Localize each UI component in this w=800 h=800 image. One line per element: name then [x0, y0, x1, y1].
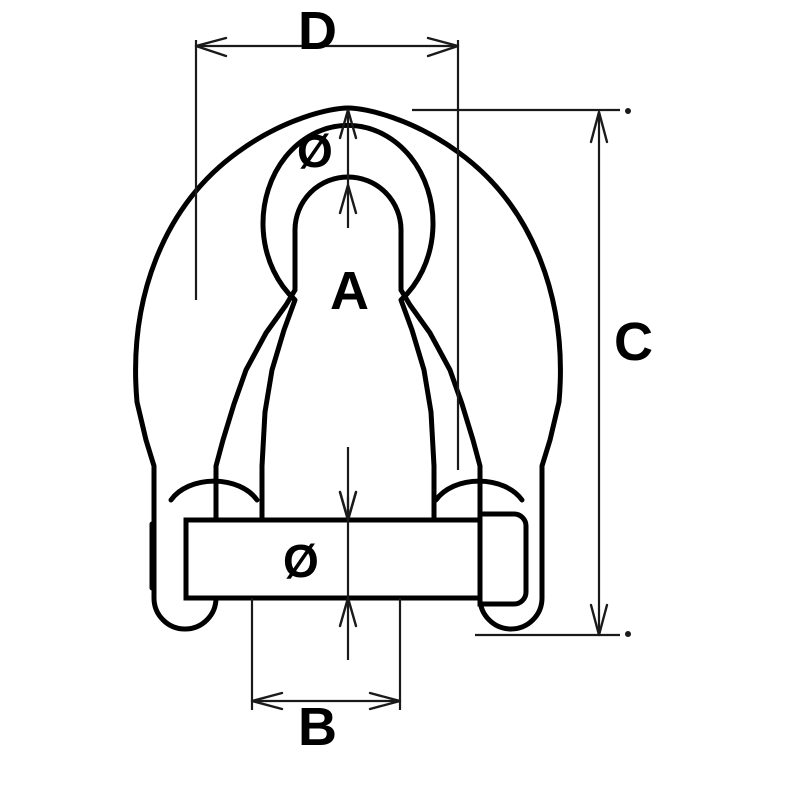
shackle-inner-opening-outline	[259, 122, 437, 523]
dimension-D-arrow-right	[426, 36, 460, 58]
dimension-bow-diameter-arrow-down	[338, 108, 358, 140]
dimension-bow-diameter	[338, 108, 358, 185]
shackle-pin	[183, 511, 529, 607]
dimension-A	[338, 183, 358, 522]
dimension-label-pin-diameter: Ø	[283, 535, 319, 587]
dimension-C-bottom-tick-dot	[625, 631, 631, 637]
shackle-body-outer-outline	[133, 105, 563, 632]
dimension-D	[194, 36, 460, 470]
dimension-pin-diameter-arrow-top	[338, 490, 358, 522]
dimension-label-A: A	[330, 261, 369, 321]
dimension-C-arrow-top	[589, 110, 609, 144]
dimension-D-arrow-left	[194, 36, 228, 58]
dimension-C-arrow-bottom	[589, 603, 609, 637]
right-ear-crown-arc	[433, 478, 525, 503]
dimension-label-bow-diameter: Ø	[297, 125, 333, 177]
dimension-B	[250, 598, 402, 711]
dimension-label-B: B	[298, 697, 337, 757]
dimension-B-arrow-right	[368, 691, 402, 711]
dimension-B-arrow-left	[250, 691, 284, 711]
dimension-pin-diameter	[338, 490, 358, 660]
dimension-label-C: C	[614, 312, 653, 372]
dimension-pin-diameter-arrow-bottom	[338, 596, 358, 628]
left-ear-crown-arc	[168, 478, 260, 503]
shackle-part-geometry	[133, 105, 563, 632]
pin-shank	[183, 517, 489, 601]
dimension-C	[412, 108, 631, 637]
dimension-label-D: D	[298, 1, 337, 61]
dimension-C-top-tick-dot	[625, 108, 631, 114]
pin-head	[477, 511, 529, 607]
